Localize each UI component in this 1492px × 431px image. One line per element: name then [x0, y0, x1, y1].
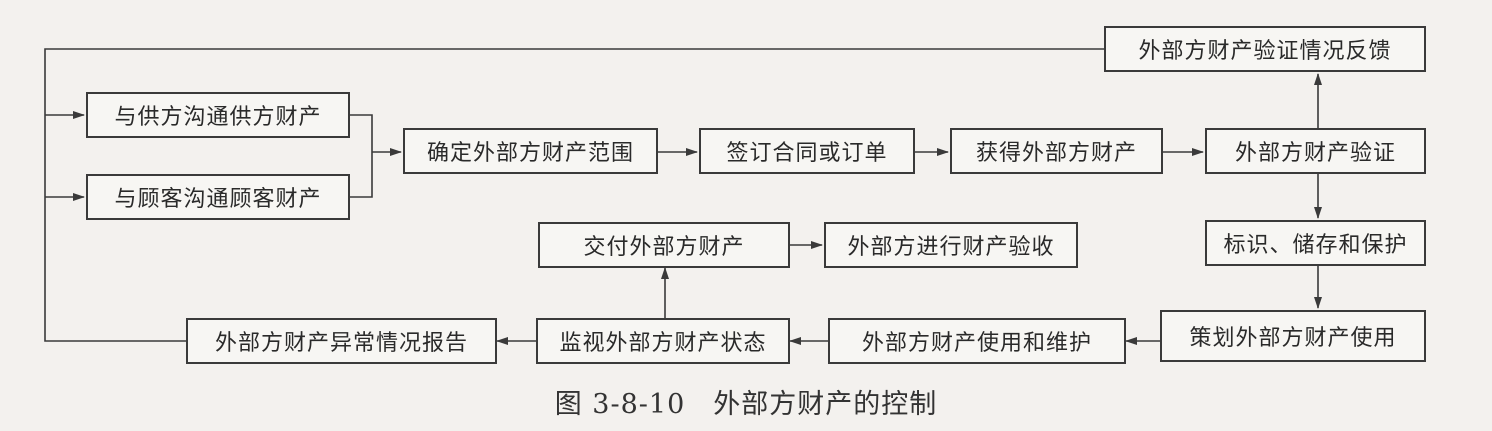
node-abnormal-report: 外部方财产异常情况报告: [186, 318, 497, 364]
node-obtain-property: 获得外部方财产: [950, 128, 1163, 174]
node-monitor-status: 监视外部方财产状态: [536, 318, 790, 364]
node-acceptance: 外部方进行财产验收: [824, 222, 1078, 268]
node-feedback: 外部方财产验证情况反馈: [1104, 26, 1426, 72]
node-sign-contract: 签订合同或订单: [699, 128, 915, 174]
node-deliver-property: 交付外部方财产: [538, 222, 790, 268]
node-customer-communication: 与顾客沟通顾客财产: [86, 174, 350, 220]
connector-feedback-loop: [44, 48, 1104, 342]
connector-merge-top: [350, 114, 373, 152]
figure-caption: 图 3-8-10 外部方财产的控制: [554, 389, 938, 420]
node-identify-store-protect: 标识、储存和保护: [1205, 220, 1426, 266]
node-plan-use: 策划外部方财产使用: [1160, 310, 1426, 362]
node-supplier-communication: 与供方沟通供方财产: [86, 92, 350, 138]
node-determine-scope: 确定外部方财产范围: [403, 128, 658, 174]
node-use-maintain: 外部方财产使用和维护: [828, 318, 1126, 364]
node-verify-property: 外部方财产验证: [1205, 128, 1426, 174]
connector-merge-bottom: [350, 152, 373, 198]
